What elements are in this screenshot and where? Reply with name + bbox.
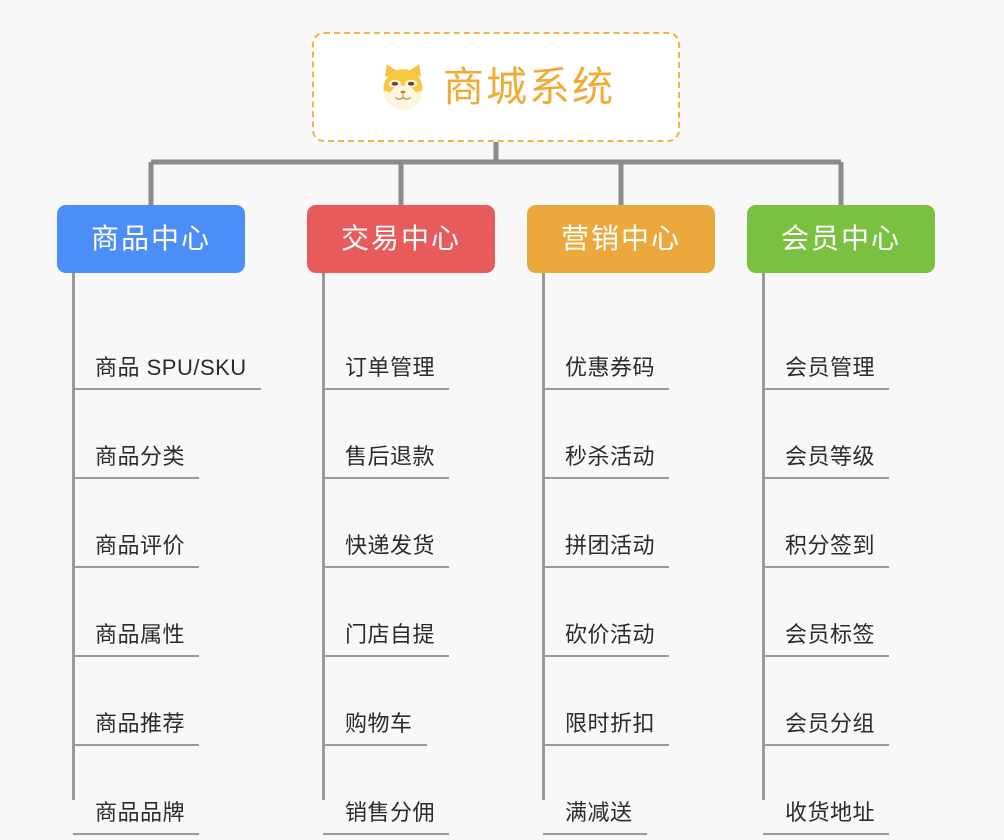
category-box-member[interactable]: 会员中心	[747, 205, 935, 273]
list-item[interactable]: 商品分类	[73, 390, 267, 479]
list-item[interactable]: 快递发货	[323, 479, 517, 568]
category-column-marketing: 营销中心 优惠券码 秒杀活动 拼团活动 砍价活动 限时折扣 满减送	[527, 205, 737, 835]
category-label: 交易中心	[340, 223, 461, 254]
list-item[interactable]: 秒杀活动	[543, 390, 737, 479]
leaf-label: 订单管理	[323, 357, 450, 390]
list-item[interactable]: 收货地址	[763, 746, 957, 835]
category-label: 会员中心	[780, 223, 901, 254]
leaf-label: 秒杀活动	[543, 446, 670, 479]
leaf-label: 商品品牌	[73, 802, 200, 835]
list-item[interactable]: 砍价活动	[543, 568, 737, 657]
category-label: 商品中心	[90, 223, 211, 254]
leaf-label: 限时折扣	[543, 713, 670, 746]
leaf-label: 门店自提	[323, 624, 450, 657]
list-item[interactable]: 限时折扣	[543, 657, 737, 746]
list-item[interactable]: 销售分佣	[323, 746, 517, 835]
category-column-member: 会员中心 会员管理 会员等级 积分签到 会员标签 会员分组 收货地址	[747, 205, 957, 835]
root-node[interactable]: 商城系统	[312, 32, 680, 142]
list-item[interactable]: 商品推荐	[73, 657, 267, 746]
root-title: 商城系统	[443, 63, 615, 110]
leaf-label: 优惠券码	[543, 357, 670, 390]
leaf-label: 会员管理	[763, 357, 890, 390]
leaf-list: 订单管理 售后退款 快递发货 门店自提 购物车 销售分佣	[307, 301, 517, 835]
list-item[interactable]: 会员分组	[763, 657, 957, 746]
list-item[interactable]: 售后退款	[323, 390, 517, 479]
leaf-label: 收货地址	[763, 802, 890, 835]
list-item[interactable]: 拼团活动	[543, 479, 737, 568]
leaf-label: 会员分组	[763, 713, 890, 746]
list-item[interactable]: 门店自提	[323, 568, 517, 657]
leaf-label: 砍价活动	[543, 624, 670, 657]
leaf-label: 商品推荐	[73, 713, 200, 746]
list-item[interactable]: 商品属性	[73, 568, 267, 657]
category-box-trade[interactable]: 交易中心	[307, 205, 495, 273]
list-item[interactable]: 商品品牌	[73, 746, 267, 835]
shiba-dog-icon	[377, 61, 429, 113]
leaf-label: 商品评价	[73, 535, 200, 568]
list-item[interactable]: 会员等级	[763, 390, 957, 479]
leaf-list: 会员管理 会员等级 积分签到 会员标签 会员分组 收货地址	[747, 301, 957, 835]
leaf-label: 满减送	[543, 802, 647, 835]
list-item[interactable]: 满减送	[543, 746, 737, 835]
list-item[interactable]: 订单管理	[323, 301, 517, 390]
leaf-list: 优惠券码 秒杀活动 拼团活动 砍价活动 限时折扣 满减送	[527, 301, 737, 835]
category-label: 营销中心	[560, 223, 681, 254]
leaf-label: 快递发货	[323, 535, 450, 568]
leaf-label: 拼团活动	[543, 535, 670, 568]
list-item[interactable]: 购物车	[323, 657, 517, 746]
leaf-label: 售后退款	[323, 446, 450, 479]
leaf-list: 商品 SPU/SKU 商品分类 商品评价 商品属性 商品推荐 商品品牌	[57, 301, 267, 835]
category-column-trade: 交易中心 订单管理 售后退款 快递发货 门店自提 购物车 销售分佣	[307, 205, 517, 835]
leaf-label: 购物车	[323, 713, 427, 746]
leaf-label: 销售分佣	[323, 802, 450, 835]
list-item[interactable]: 优惠券码	[543, 301, 737, 390]
leaf-label: 商品分类	[73, 446, 200, 479]
list-item[interactable]: 商品评价	[73, 479, 267, 568]
list-item[interactable]: 商品 SPU/SKU	[73, 301, 267, 390]
leaf-label: 会员标签	[763, 624, 890, 657]
leaf-label: 商品属性	[73, 624, 200, 657]
category-box-marketing[interactable]: 营销中心	[527, 205, 715, 273]
category-box-product[interactable]: 商品中心	[57, 205, 245, 273]
list-item[interactable]: 会员标签	[763, 568, 957, 657]
leaf-label: 会员等级	[763, 446, 890, 479]
category-column-product: 商品中心 商品 SPU/SKU 商品分类 商品评价 商品属性 商品推荐 商品品牌	[57, 205, 267, 835]
leaf-label: 积分签到	[763, 535, 890, 568]
leaf-label: 商品 SPU/SKU	[73, 357, 261, 390]
list-item[interactable]: 积分签到	[763, 479, 957, 568]
list-item[interactable]: 会员管理	[763, 301, 957, 390]
